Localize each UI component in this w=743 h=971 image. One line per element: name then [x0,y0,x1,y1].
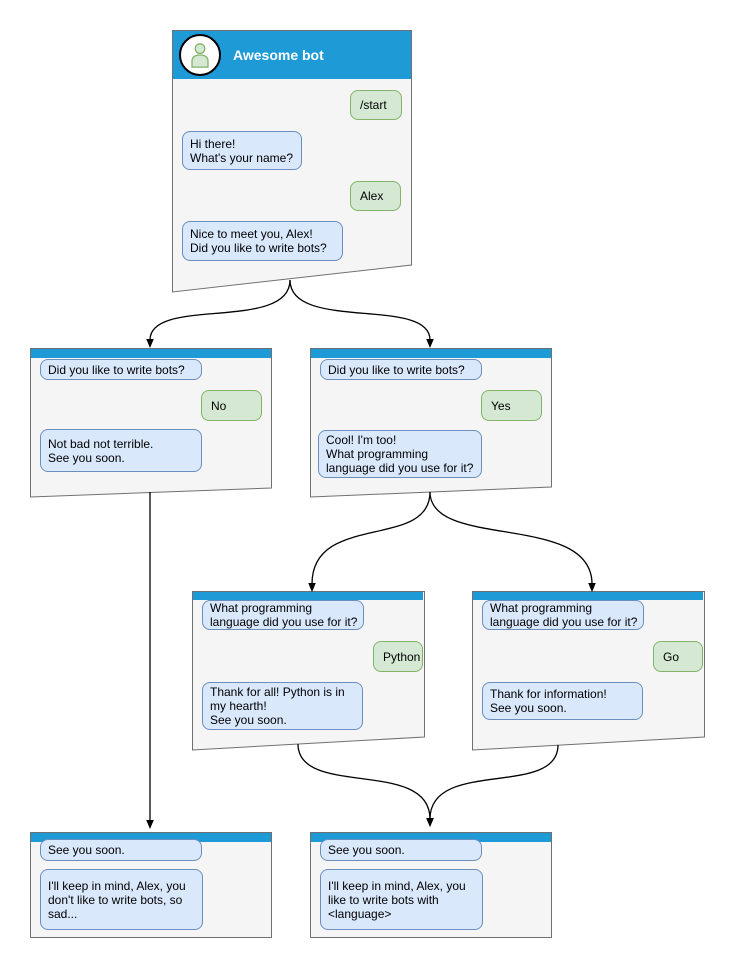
title-bar-branch-yes [311,349,551,358]
bot-message-question-go-branch: What programming language did you use fo… [482,600,644,630]
arrow-main-to-yes [289,279,434,348]
bot-message-question-no-branch: Did you like to write bots? [40,359,202,380]
title-bar-branch-python [193,592,423,600]
title-bar-branch-go [473,592,703,600]
arrow-main-to-no [146,279,291,348]
user-message-yes: Yes [481,390,542,421]
bot-message-question-python-branch: What programming language did you use fo… [202,600,364,630]
arrow-yes-to-python [308,491,431,592]
bot-message-cool: Cool! I'm too! What programming language… [318,430,482,478]
person-icon [191,43,209,68]
title-bar-branch-no [31,349,271,358]
bot-message-see-you-soon-no: See you soon. [40,839,202,861]
user-message-python: Python [373,641,423,672]
title-bar-main: Awesome bot [173,31,411,79]
bot-message-thanks-go: Thank for information! See you soon. [482,682,643,720]
arrow-yes-to-go [429,491,596,592]
bot-avatar [179,34,221,76]
bot-message-nice-to-meet: Nice to meet you, Alex! Did you like to … [182,221,343,261]
bot-message-thanks-python: Thank for all! Python is in my hearth! S… [202,682,363,730]
bot-message-see-you-soon-yes: See you soon. [320,839,482,861]
bot-message-keep-in-mind-no: I'll keep in mind, Alex, you don't like … [40,869,203,930]
bot-message-question-yes-branch: Did you like to write bots? [320,359,482,380]
arrow-python-to-end [297,743,434,827]
bot-message-not-bad: Not bad not terrible. See you soon. [40,429,202,472]
arrow-go-to-end [426,744,559,827]
user-message-start: /start [350,90,402,120]
bot-message-keep-in-mind-yes: I'll keep in mind, Alex, you like to wri… [320,869,483,930]
user-message-name: Alex [350,181,401,211]
bot-message-greeting: Hi there! What's your name? [182,131,302,170]
bot-title: Awesome bot [233,47,324,63]
user-message-no: No [201,390,262,421]
user-message-go: Go [653,641,703,672]
